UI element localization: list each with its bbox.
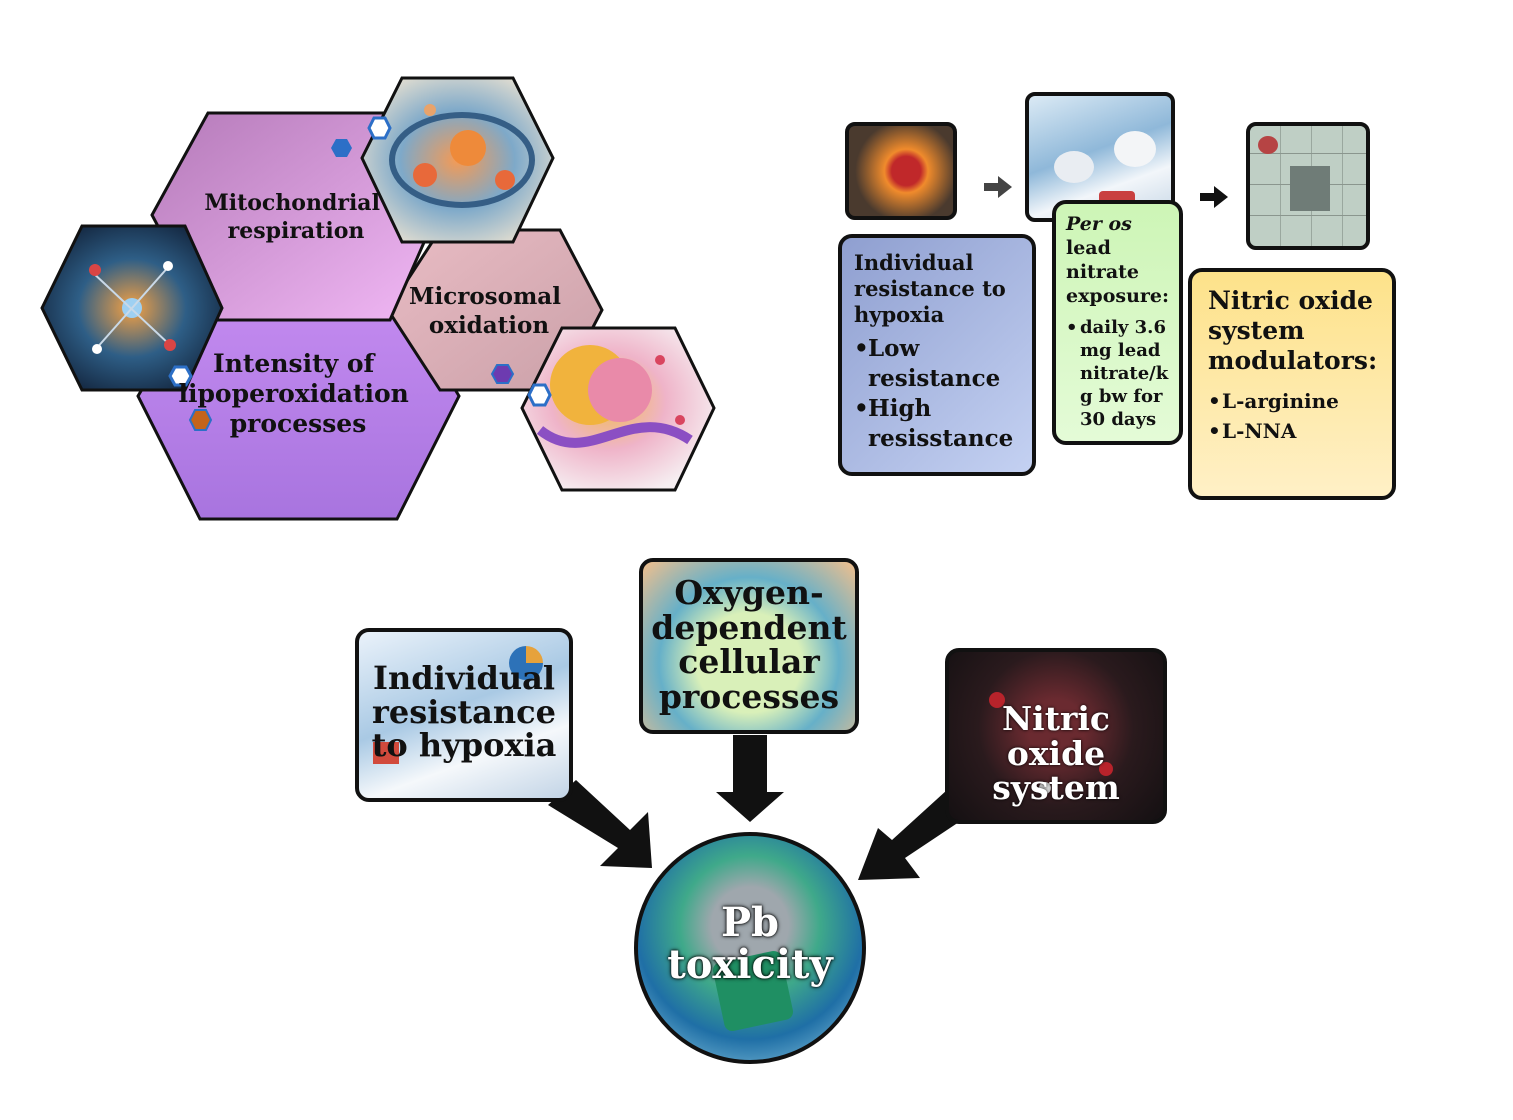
list-item: L-NNA (1208, 416, 1382, 446)
hex-label-lipo-l2: lipoperoxidation (178, 379, 408, 408)
hexagon-marker-icon (367, 116, 392, 140)
hex-image-mitochondrion (360, 76, 555, 244)
hexagon-marker-icon (490, 364, 515, 384)
hexagon-marker-icon (331, 139, 352, 157)
hex-image-lipid (520, 326, 716, 492)
protocol-step-modulators-title: Nitric oxide system modulators: (1208, 286, 1378, 375)
list-item: daily 3.6 mg lead nitrate/kg bw for 30 d… (1066, 316, 1173, 431)
arrow-oxygen-icon (716, 735, 784, 822)
factor-oxygen-processes: Oxygen-dependent cellular processes (639, 558, 859, 734)
hexagon-marker-icon (168, 365, 193, 387)
hex-label-microsomal: Microsomal oxidation (409, 283, 569, 339)
hex-label-mitochondrial-l2: respiration (228, 218, 365, 244)
protocol-step-resistance-title: Individual resistance to hypoxia (854, 250, 1006, 327)
protocol-step-lead-list: daily 3.6 mg lead nitrate/kg bw for 30 d… (1066, 316, 1173, 431)
hexagon-marker-icon (188, 409, 213, 431)
lead-exposure-label: lead nitrate exposure: (1066, 237, 1169, 307)
factor-individual-label: Individual resistance to hypoxia (371, 659, 557, 765)
hex-label-mitochondrial-l1: Mitochondrial (204, 190, 380, 216)
hex-label-mitochondrial: Mitochondrial respiration (204, 190, 387, 244)
list-item: Low resistance (854, 334, 1022, 394)
image-grid-collage (1246, 122, 1370, 250)
center-pb-toxicity: Pb toxicity (634, 832, 866, 1064)
factor-individual-resistance: Individual resistance to hypoxia (355, 628, 573, 802)
arrow-right-icon (984, 176, 1012, 198)
hex-label-lipoperoxidation: Intensity of lipoperoxidation processes (178, 349, 417, 438)
center-label: Pb toxicity (667, 899, 833, 988)
protocol-step-resistance: Individual resistance to hypoxia Low res… (838, 234, 1036, 476)
hexagon-cluster: Mitochondrial respiration Microsomal oxi… (40, 76, 716, 521)
factor-oxygen-label: Oxygen-dependent cellular processes (651, 573, 847, 716)
hex-label-lipo-l1: Intensity of (213, 349, 377, 378)
list-item: L-arginine (1208, 386, 1382, 416)
hex-label-lipo-l3: processes (230, 409, 367, 438)
arrow-individual-icon (548, 780, 652, 868)
factor-nitric-label: Nitric oxide system (992, 699, 1120, 808)
image-heart-rat (845, 122, 957, 220)
protocol-step-lead-exposure: Per os lead nitrate exposure: daily 3.6 … (1052, 200, 1183, 445)
protocol-step-modulators: Nitric oxide system modulators: L-argini… (1188, 268, 1396, 500)
hexagon-marker-icon (527, 383, 552, 407)
arrow-nitric-icon (858, 790, 965, 880)
protocol-step-resistance-list: Low resistance High resisstance (854, 334, 1022, 454)
arrow-right-icon (1200, 186, 1228, 208)
factor-nitric-oxide: Nitric oxide system (945, 648, 1167, 824)
hex-image-molecular (40, 224, 224, 392)
hex-label-microsomal-l1: Microsomal (409, 283, 561, 310)
per-os-label: Per os (1066, 213, 1132, 235)
protocol-step-lead-title: Per os lead nitrate exposure: (1066, 212, 1173, 308)
list-item: High resisstance (854, 394, 1022, 454)
hex-label-microsomal-l2: oxidation (429, 312, 549, 339)
protocol-step-modulators-list: L-arginine L-NNA (1208, 386, 1382, 446)
